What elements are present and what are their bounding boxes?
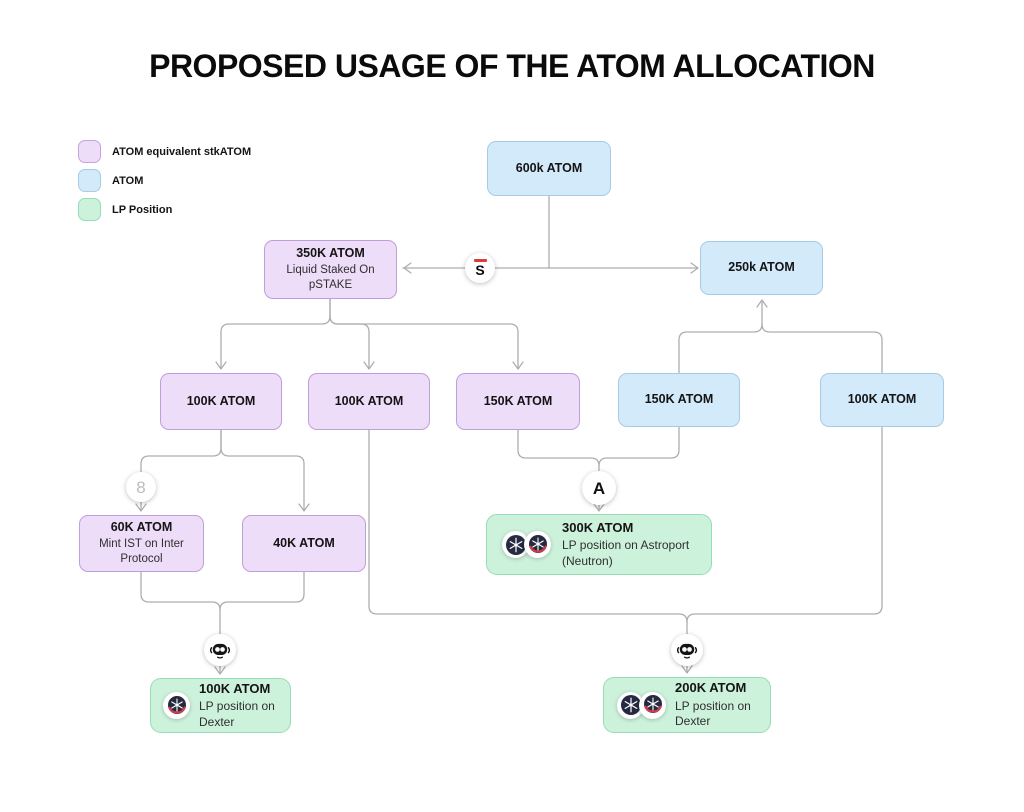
node-sublabel: LP position on Dexter xyxy=(199,699,275,729)
astroport-icon: A xyxy=(582,471,616,505)
node-label: 100K ATOM xyxy=(186,393,256,408)
pstake-icon: S xyxy=(465,253,495,283)
node-sublabel: Liquid Staked On pSTAKE xyxy=(286,264,375,292)
dexter-icon xyxy=(204,634,236,666)
legend-item-stkatom: ATOM equivalent stkATOM xyxy=(78,140,251,163)
node-250k-atom: 250k ATOM xyxy=(700,241,823,295)
node-label: 250k ATOM xyxy=(728,260,795,275)
stkatom-token-icon xyxy=(163,692,190,719)
node-label: 100K ATOM xyxy=(334,393,404,408)
node-label: 300K ATOM xyxy=(562,519,634,535)
token-pair xyxy=(617,691,666,719)
node-sublabel: LP position on Dexter xyxy=(675,698,751,729)
node-40k-atom: 40K ATOM xyxy=(242,515,366,572)
node-label: 150K ATOM xyxy=(483,393,553,408)
atom-token-icon xyxy=(617,691,644,719)
dexter-robot-glyph xyxy=(676,643,698,659)
node-label: 100K ATOM xyxy=(847,392,917,407)
legend-swatch-stkatom xyxy=(78,140,101,163)
pstake-red-bar xyxy=(473,259,487,262)
page-title: PROPOSED USAGE OF THE ATOM ALLOCATION xyxy=(149,48,875,84)
legend-label: ATOM equivalent stkATOM xyxy=(112,145,252,158)
stkatom-token-icon xyxy=(639,691,666,719)
node-sublabel: Mint IST on Inter Protocol xyxy=(99,538,184,566)
node-100k-stkatom-mid: 100K ATOM xyxy=(308,373,430,430)
node-200k-lp-dexter: 200K ATOM LP position on Dexter xyxy=(603,677,771,733)
stkatom-token-icon xyxy=(524,531,551,558)
node-label: 350K ATOM xyxy=(296,245,365,260)
legend-item-atom: ATOM xyxy=(78,169,143,192)
legend-label: ATOM xyxy=(112,174,144,187)
node-label: 60K ATOM xyxy=(110,519,173,534)
node-100k-stkatom-left: 100K ATOM xyxy=(160,373,282,430)
node-label: 100K ATOM xyxy=(199,680,271,696)
node-350k-atom-pstake: 350K ATOM Liquid Staked On pSTAKE xyxy=(264,240,397,299)
node-300k-lp-astroport: 300K ATOM LP position on Astroport (Neut… xyxy=(486,514,712,575)
node-600k-atom: 600k ATOM xyxy=(487,141,611,196)
node-label: 600k ATOM xyxy=(515,160,583,175)
legend-item-lp: LP Position xyxy=(78,198,172,221)
node-100k-lp-dexter: 100K ATOM LP position on Dexter xyxy=(150,678,291,733)
astroport-glyph: A xyxy=(592,478,606,498)
legend-swatch-lp xyxy=(78,198,101,221)
inter-protocol-icon: 8 xyxy=(126,472,156,502)
dexter-icon xyxy=(671,634,703,666)
legend-swatch-atom xyxy=(78,169,101,192)
token-single xyxy=(163,692,190,719)
token-pair xyxy=(502,531,551,558)
node-150k-atom: 150K ATOM xyxy=(618,373,740,427)
legend-label: LP Position xyxy=(112,203,173,216)
node-label: 150K ATOM xyxy=(644,392,714,407)
node-100k-atom: 100K ATOM xyxy=(820,373,944,427)
node-label: 40K ATOM xyxy=(273,535,335,550)
node-60k-atom-inter: 60K ATOM Mint IST on Inter Protocol xyxy=(79,515,204,572)
inter-glyph: 8 xyxy=(136,477,146,497)
dexter-robot-glyph xyxy=(209,643,231,659)
node-label: 200K ATOM xyxy=(675,680,747,696)
node-sublabel: LP position on Astroport (Neutron) xyxy=(562,538,690,568)
node-150k-stkatom: 150K ATOM xyxy=(456,373,580,430)
pstake-glyph: S xyxy=(475,262,485,278)
